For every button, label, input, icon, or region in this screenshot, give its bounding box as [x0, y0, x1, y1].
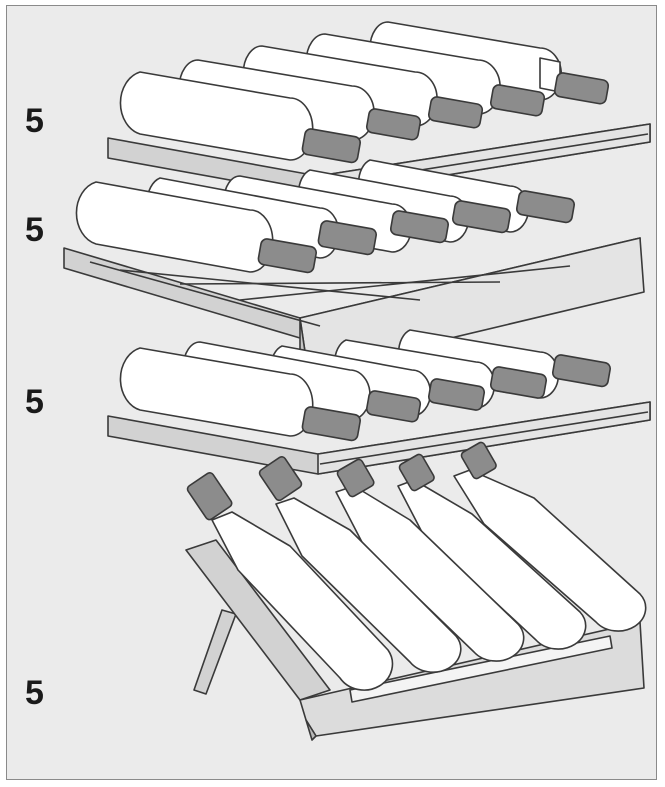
shelf-3 [107, 329, 651, 475]
shelf-3-bottle-count: 5 [25, 383, 44, 421]
shelf-4-bottle-count: 5 [25, 674, 44, 712]
shelf-4-bottle [453, 441, 647, 632]
shelf-1-bottle-count: 5 [25, 102, 44, 140]
shelf-3-bottle [119, 347, 361, 442]
shelf-1-bottle [119, 71, 361, 164]
shelf-4-bottle [186, 471, 394, 691]
shelf-4-bottle [397, 453, 587, 650]
shelf-4 [185, 441, 647, 741]
shelf-4-bottle [258, 455, 462, 673]
shelf-4-bottle [335, 458, 525, 662]
shelf-2-bottle-count: 5 [25, 211, 44, 249]
shelf-2 [63, 159, 645, 373]
shelf-2-bottle [75, 181, 317, 274]
